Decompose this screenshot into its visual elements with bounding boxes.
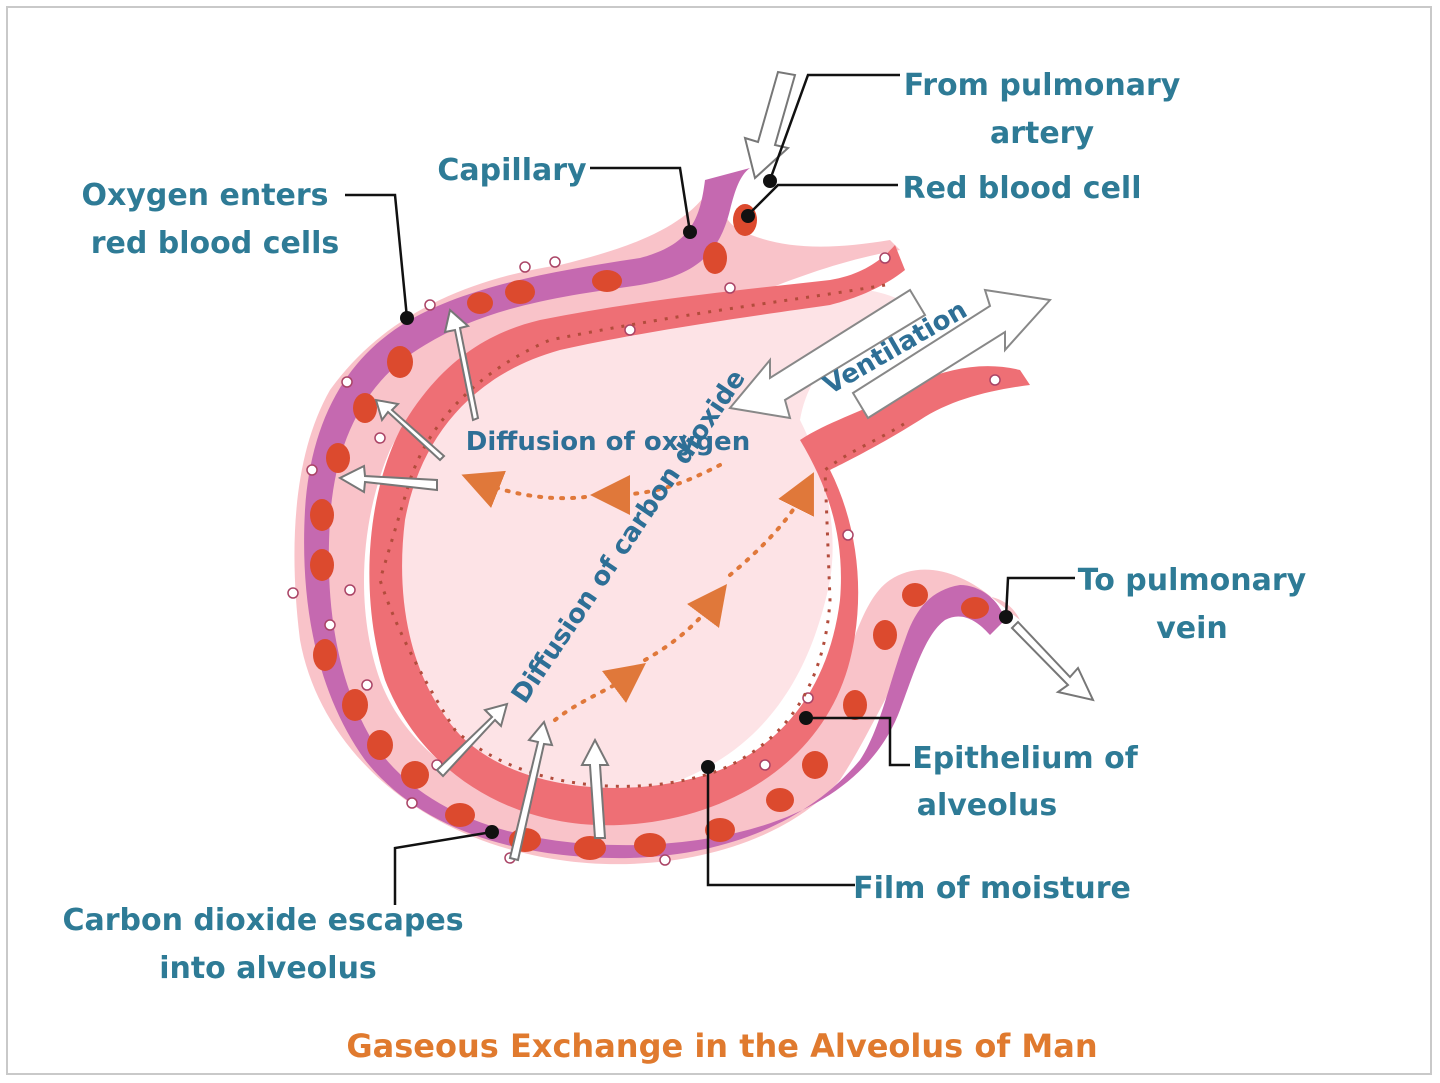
label-to-vein-line1: To pulmonary	[1078, 563, 1307, 598]
label-from-artery-line1: From pulmonary	[904, 68, 1181, 103]
label-capillary: Capillary	[437, 153, 587, 188]
label-to-vein-line2: vein	[1156, 611, 1228, 646]
label-co2-escapes-line2: into alveolus	[159, 951, 377, 986]
label-epithelium-line2: alveolus	[917, 788, 1058, 823]
label-oxygen-enters-line2: red blood cells	[91, 226, 340, 261]
label-co2-escapes-line1: Carbon dioxide escapes	[62, 903, 463, 938]
label-epithelium-line1: Epithelium of	[912, 741, 1139, 776]
red-blood-cells	[310, 204, 989, 860]
label-from-artery-line2: artery	[990, 116, 1095, 151]
figure-caption: Gaseous Exchange in the Alveolus of Man	[346, 1027, 1097, 1065]
label-film-moisture: Film of moisture	[853, 871, 1131, 906]
diffusion-arrows	[461, 463, 814, 722]
leader-lines	[345, 73, 1075, 905]
label-diffusion-oxygen: Diffusion of oxygen	[466, 427, 750, 457]
label-red-blood-cell: Red blood cell	[903, 171, 1142, 206]
transport-arrows	[337, 70, 1095, 862]
label-oxygen-enters-line1: Oxygen enters	[81, 178, 328, 213]
ventilation-arrow	[728, 288, 1052, 420]
